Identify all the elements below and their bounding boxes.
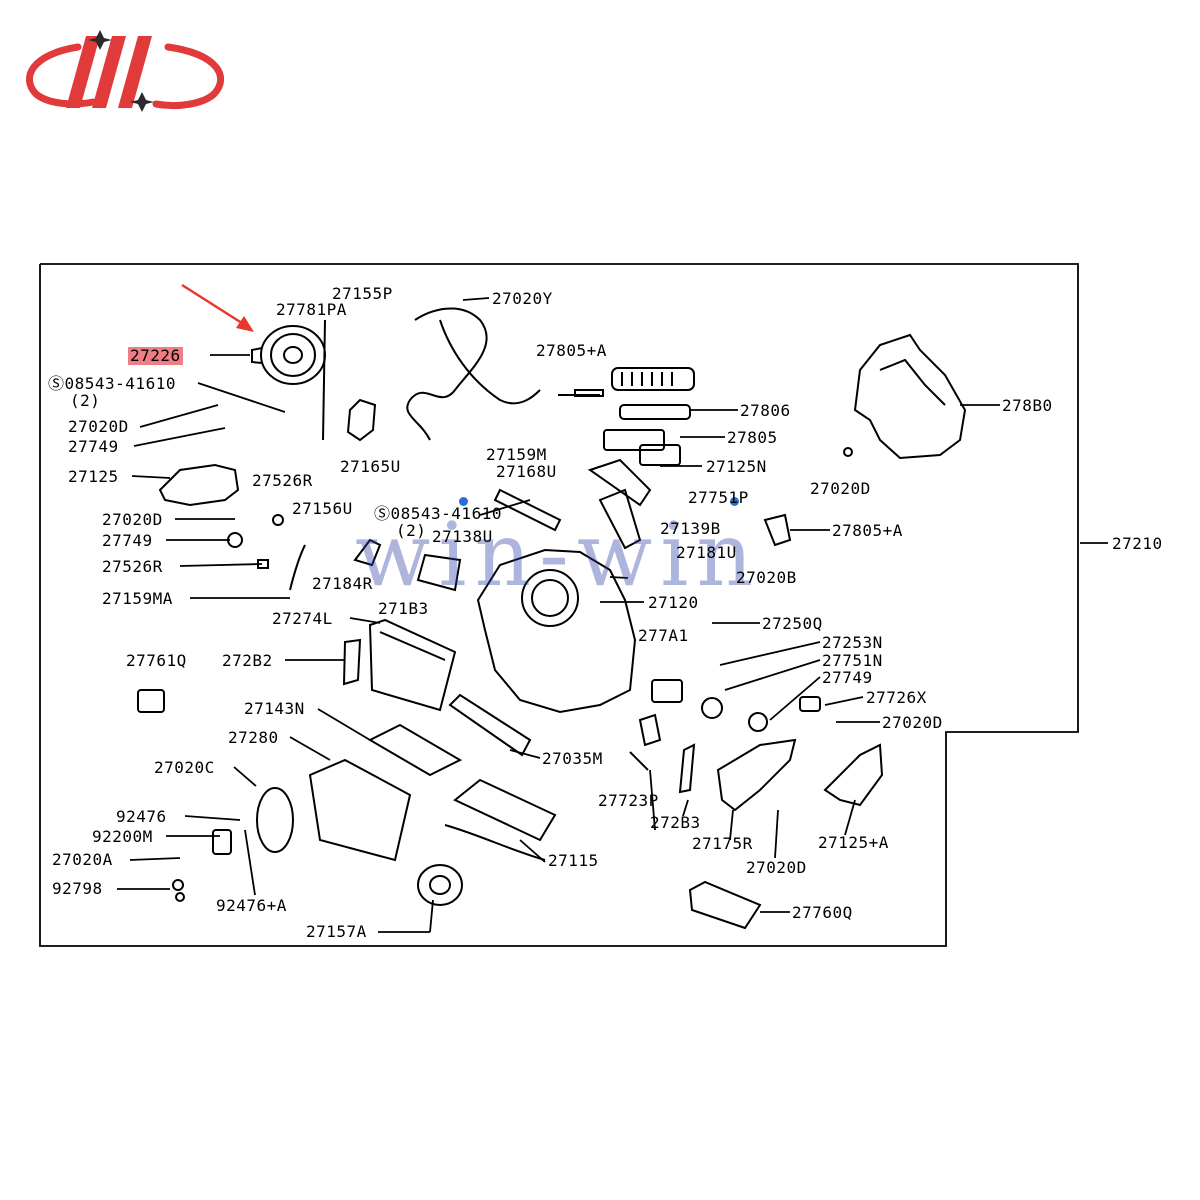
part-label: 27805 bbox=[727, 428, 778, 447]
part-label: 27723P bbox=[598, 791, 659, 810]
part-label: Ⓢ08543-41610 bbox=[48, 374, 176, 393]
part-label: 27253N bbox=[822, 633, 883, 652]
part-label: 27035M bbox=[542, 749, 603, 768]
part-label: 278B0 bbox=[1002, 396, 1053, 415]
part-label: 27280 bbox=[228, 728, 279, 747]
part-label: 27165U bbox=[340, 457, 401, 476]
blower-motor-27226 bbox=[251, 325, 326, 385]
part-label: 92200M bbox=[92, 827, 153, 846]
part-label: 27139B bbox=[660, 519, 721, 538]
part-label: 27806 bbox=[740, 401, 791, 420]
part-label: 27020D bbox=[746, 858, 807, 877]
part-label: 27751P bbox=[688, 488, 749, 507]
part-label: 27020Y bbox=[492, 289, 553, 308]
part-label: 92798 bbox=[52, 879, 103, 898]
part-label: 92476 bbox=[116, 807, 167, 826]
watermark-dot-right bbox=[730, 497, 739, 506]
part-label: 27125N bbox=[706, 457, 767, 476]
part-label: 27749 bbox=[822, 668, 873, 687]
part-label: 27761Q bbox=[126, 651, 187, 670]
part-label: 27125+A bbox=[818, 833, 889, 852]
part-label: 27159M bbox=[486, 445, 547, 464]
red-arrow bbox=[181, 283, 254, 332]
part-label: 27155P bbox=[332, 284, 393, 303]
part-label: 27020A bbox=[52, 850, 113, 869]
part-label: 27115 bbox=[548, 851, 599, 870]
part-label: 27020D bbox=[68, 417, 129, 436]
part-label: 27138U bbox=[432, 527, 493, 546]
part-label: (2) bbox=[396, 521, 427, 540]
watermark-dot-left bbox=[459, 497, 468, 506]
part-label: 27726X bbox=[866, 688, 927, 707]
part-label: 271B3 bbox=[378, 599, 429, 618]
part-label: 27250Q bbox=[762, 614, 823, 633]
part-label: 27159MA bbox=[102, 589, 173, 608]
part-label: 27210 bbox=[1112, 534, 1163, 553]
part-label: 27274L bbox=[272, 609, 333, 628]
part-label: 27749 bbox=[68, 437, 119, 456]
part-label: 27020D bbox=[810, 479, 871, 498]
part-label: 27020D bbox=[882, 713, 943, 732]
part-label: 27781PA bbox=[276, 300, 347, 319]
part-label: 27020C bbox=[154, 758, 215, 777]
part-label: 27526R bbox=[252, 471, 313, 490]
part-label: (2) bbox=[70, 391, 101, 410]
part-label: 27157A bbox=[306, 922, 367, 941]
part-label: 27020D bbox=[102, 510, 163, 529]
part-label: 27805+A bbox=[536, 341, 607, 360]
part-label: Ⓢ08543-41610 bbox=[374, 504, 502, 523]
part-label: 277A1 bbox=[638, 626, 689, 645]
part-label: 27526R bbox=[102, 557, 163, 576]
part-label-highlighted: 27226 bbox=[128, 346, 183, 365]
part-label: 92476+A bbox=[216, 896, 287, 915]
part-label: 27181U bbox=[676, 543, 737, 562]
part-label: 27168U bbox=[496, 462, 557, 481]
part-label: 27120 bbox=[648, 593, 699, 612]
part-label: 27749 bbox=[102, 531, 153, 550]
part-label: 27184R bbox=[312, 574, 373, 593]
part-label: 27805+A bbox=[832, 521, 903, 540]
part-label: 27175R bbox=[692, 834, 753, 853]
part-label: 272B2 bbox=[222, 651, 273, 670]
part-label: 272B3 bbox=[650, 813, 701, 832]
part-label: 27760Q bbox=[792, 903, 853, 922]
part-label: 27020B bbox=[736, 568, 797, 587]
part-label: 27125 bbox=[68, 467, 119, 486]
part-label: 27143N bbox=[244, 699, 305, 718]
win-win-logo bbox=[26, 30, 225, 112]
part-label: 27751N bbox=[822, 651, 883, 670]
watermark: win-win bbox=[355, 503, 762, 606]
part-label: 27156U bbox=[292, 499, 353, 518]
